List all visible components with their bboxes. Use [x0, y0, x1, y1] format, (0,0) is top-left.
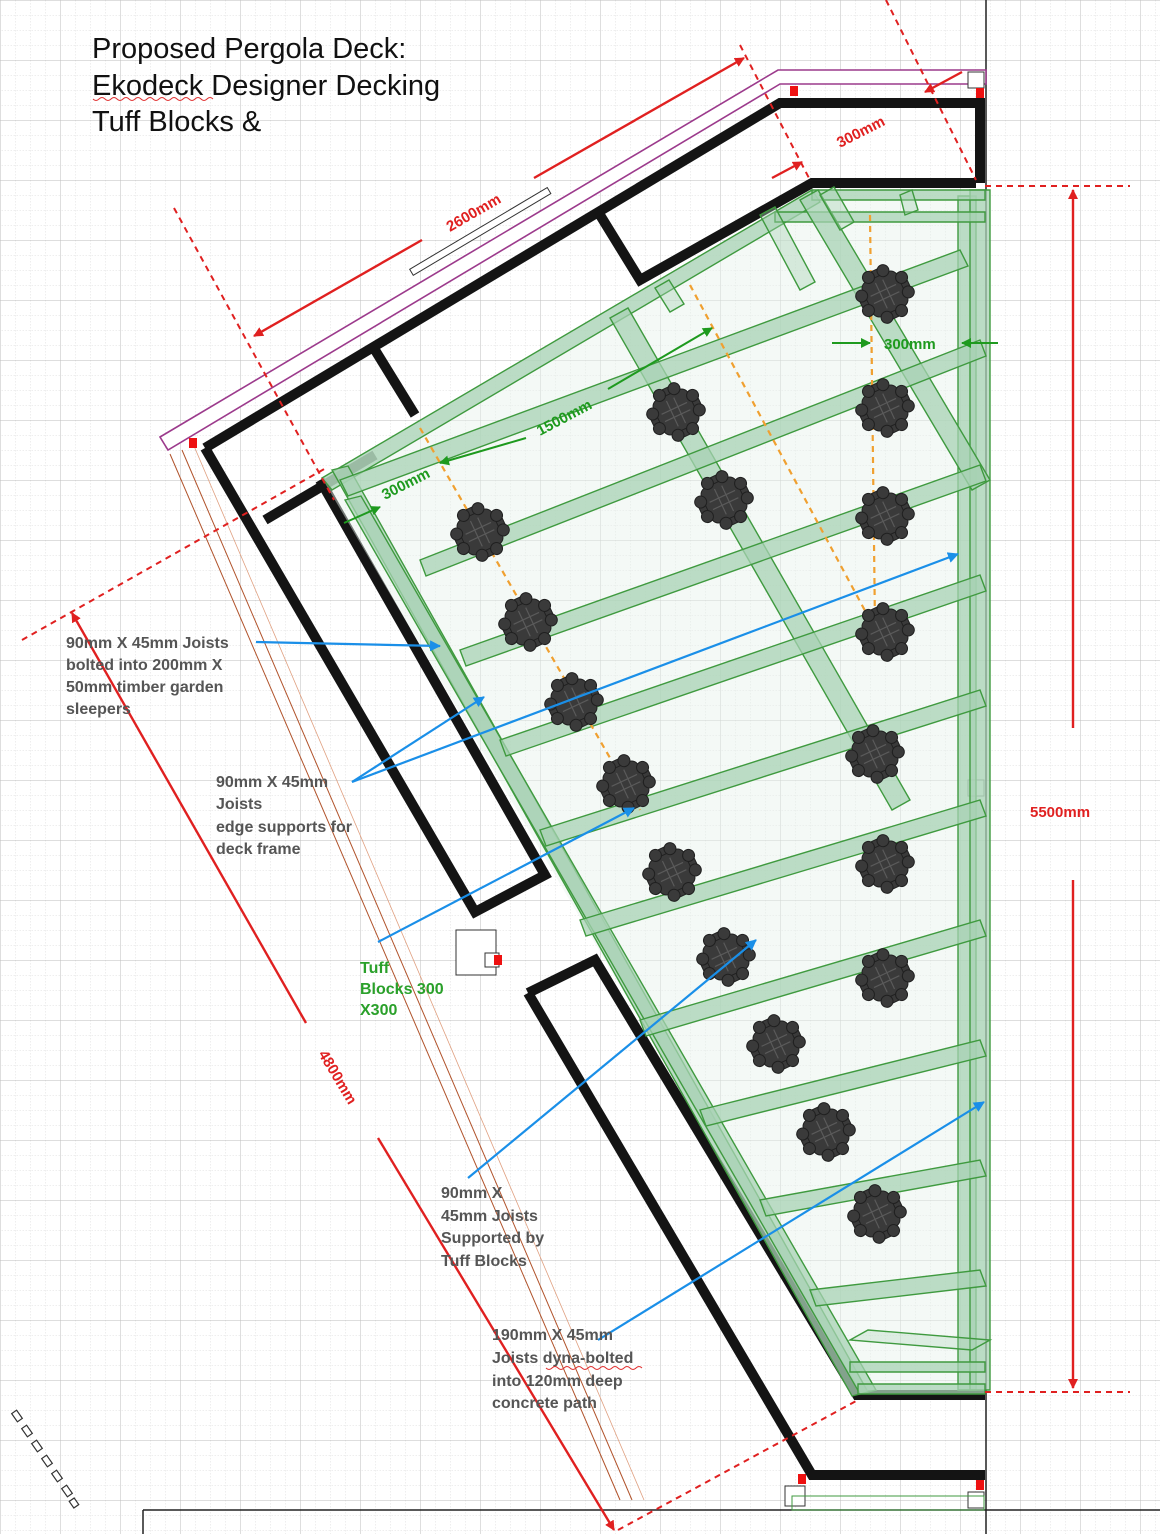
- pointer-arrows: [255, 552, 985, 1341]
- title-line-1: Proposed Pergola Deck:: [92, 33, 406, 65]
- note-supported-joists-line-1: 90mm X: [441, 1185, 503, 1202]
- note-edge-supports-line-2: Joists: [216, 796, 262, 813]
- title-line-3-text: Tuff Blocks &: [92, 106, 261, 138]
- note-sleeper-joists-line-4: sleepers: [66, 701, 131, 718]
- note-path-joists-line-1: 190mm X 45mm: [492, 1327, 613, 1344]
- joist-set: [320, 186, 993, 1397]
- note-edge-supports-line-3: edge supports for: [216, 819, 352, 836]
- note-tuff-blocks-line-1: Tuff: [360, 960, 390, 977]
- note-sleeper-joists: 90mm X 45mm Joists bolted into 200mm X 5…: [66, 635, 233, 718]
- note-edge-supports-line-1: 90mm X 45mm: [216, 774, 328, 791]
- deck-frame: [320, 186, 993, 1397]
- note-path-joists-line-3: into 120mm deep: [492, 1373, 623, 1390]
- dim-label-5500: 5500mm: [1030, 804, 1090, 821]
- note-path-joists: 190mm X 45mm Joists dyna-bolted into 120…: [492, 1327, 638, 1412]
- note-tuff-blocks-line-3: X300: [360, 1002, 397, 1019]
- note-supported-joists-line-4: Tuff Blocks: [441, 1253, 527, 1270]
- note-supported-joists: 90mm X 45mm Joists Supported by Tuff Blo…: [441, 1185, 549, 1270]
- note-tuff-blocks: Tuff Blocks 300 X300: [360, 960, 448, 1019]
- note-tuff-blocks-line-2: Blocks 300: [360, 981, 444, 998]
- existing-wall: [158, 69, 987, 1511]
- note-edge-supports-line-4: deck frame: [216, 841, 301, 858]
- spellcheck-underline-dyna: [545, 1366, 643, 1370]
- note-path-joists-line-4: concrete path: [492, 1395, 597, 1412]
- note-sleeper-joists-line-3: 50mm timber garden: [66, 679, 223, 696]
- dim-label-300-right: 300mm: [884, 336, 936, 353]
- spellcheck-underline: [92, 97, 214, 101]
- title-line-2-text: Ekodeck Designer Decking: [92, 70, 440, 102]
- note-sleeper-joists-line-2: bolted into 200mm X: [66, 657, 223, 674]
- title-line-3: Tuff Blocks &: [92, 106, 261, 138]
- title-line-2: Ekodeck Designer Decking: [92, 70, 440, 102]
- note-sleeper-joists-line-1: 90mm X 45mm Joists: [66, 635, 229, 652]
- green-dimension-lines: [343, 327, 998, 524]
- note-supported-joists-line-3: Supported by: [441, 1230, 544, 1247]
- diagram-title: Proposed Pergola Deck:: [92, 33, 406, 65]
- note-path-joists-line-2: Joists dyna-bolted: [492, 1350, 633, 1367]
- stepping-stones: [10, 1409, 80, 1509]
- note-edge-supports: 90mm X 45mm Joists edge supports for dec…: [216, 774, 356, 858]
- note-supported-joists-line-2: 45mm Joists: [441, 1208, 538, 1225]
- dimension-lines: [21, 0, 1130, 1531]
